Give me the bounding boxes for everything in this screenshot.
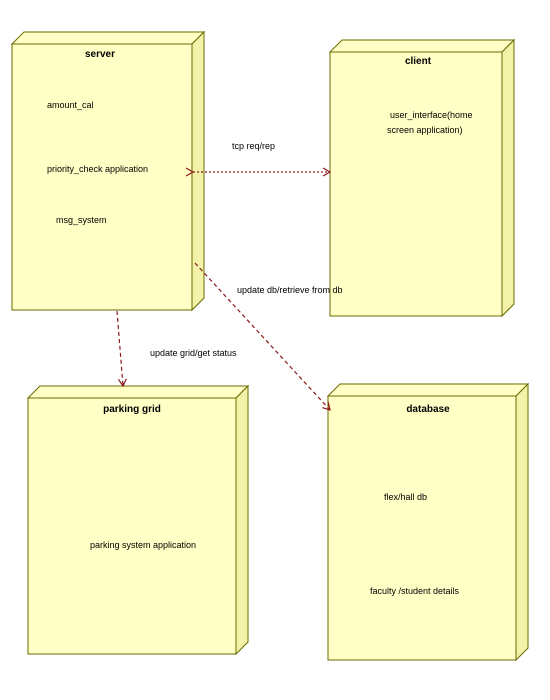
node-parking-grid-side — [235, 384, 249, 656]
node-server[interactable]: server amount_cal priority_check applica… — [10, 30, 206, 312]
node-database-top — [326, 383, 530, 397]
node-server-item-msg-system: msg_system — [56, 215, 107, 225]
node-database-side — [515, 382, 529, 662]
node-server-title: server — [85, 49, 115, 60]
edge-server-client[interactable]: tcp req/rep — [185, 141, 332, 177]
node-client-side — [501, 38, 515, 318]
node-parking-grid-item-app: parking system application — [90, 540, 196, 550]
edge-server-parking-grid-line — [116, 310, 127, 388]
node-client-item-ui-line2: screen application) — [387, 125, 463, 135]
node-parking-grid[interactable]: parking grid parking system application — [26, 384, 250, 656]
node-server-item-priority-check: priority_check application — [47, 164, 148, 174]
edge-server-database-line — [194, 262, 331, 411]
node-server-item-amount-cal: amount_cal — [47, 100, 94, 110]
node-database-front — [327, 395, 517, 661]
node-parking-grid-title: parking grid — [103, 404, 161, 415]
node-client[interactable]: client user_interface(home screen applic… — [328, 38, 516, 318]
node-database-title: database — [406, 404, 450, 415]
edge-server-parking-grid-label: update grid/get status — [150, 348, 237, 358]
node-database[interactable]: database flex/hall db faculty /student d… — [326, 382, 530, 662]
node-server-front — [11, 43, 193, 311]
edge-server-client-label: tcp req/rep — [232, 141, 275, 151]
node-database-item-flex-hall: flex/hall db — [384, 492, 427, 502]
edge-server-parking-grid[interactable]: update grid/get status — [116, 310, 237, 388]
edge-server-database[interactable]: update db/retrieve from db — [194, 262, 343, 411]
node-client-front — [329, 51, 503, 317]
node-parking-grid-top — [26, 385, 250, 399]
node-server-top — [10, 31, 206, 45]
edge-server-database-label: update db/retrieve from db — [237, 285, 343, 295]
node-client-top — [328, 39, 516, 53]
node-parking-grid-front — [27, 397, 237, 655]
node-client-item-ui-line1: user_interface(home — [390, 110, 473, 120]
node-database-item-faculty: faculty /student details — [370, 586, 460, 596]
node-client-title: client — [405, 56, 432, 67]
node-server-side — [191, 30, 205, 312]
